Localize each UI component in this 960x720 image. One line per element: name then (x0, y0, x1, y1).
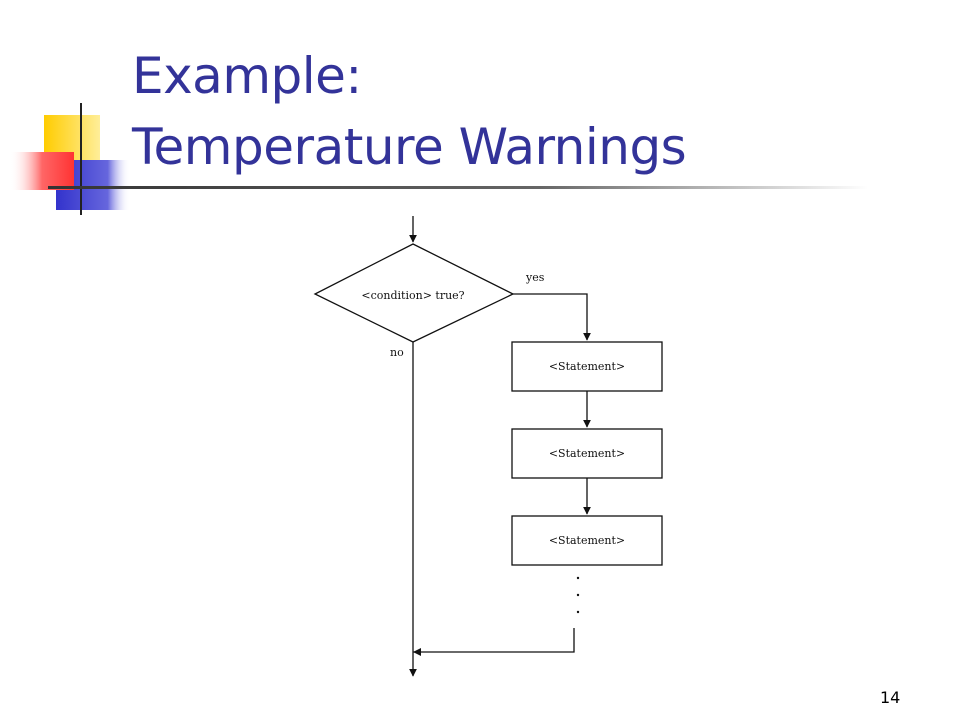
decision-label: <condition> true? (361, 289, 464, 302)
no-label: no (390, 346, 404, 359)
slide-number: 14 (880, 688, 901, 707)
flowchart: <condition> true? yes no <Statement> <St… (313, 216, 663, 677)
yes-branch-line (513, 293, 591, 341)
yes-label: yes (525, 271, 545, 284)
slide-title-line-2: Temperature Warnings (132, 118, 687, 176)
corner-logo (10, 103, 135, 215)
statement-box-3 (511, 515, 663, 566)
statement-label-3: <Statement> (549, 534, 625, 547)
merge-line (413, 628, 575, 653)
statement-label-1: <Statement> (549, 360, 625, 373)
statement-label-2: <Statement> (549, 447, 625, 460)
continuation-dots (576, 576, 580, 614)
logo-red-square (10, 152, 74, 190)
slide-title-line-1: Example: (132, 47, 362, 105)
merge-arrowhead (413, 648, 421, 656)
title-underline (48, 186, 868, 189)
